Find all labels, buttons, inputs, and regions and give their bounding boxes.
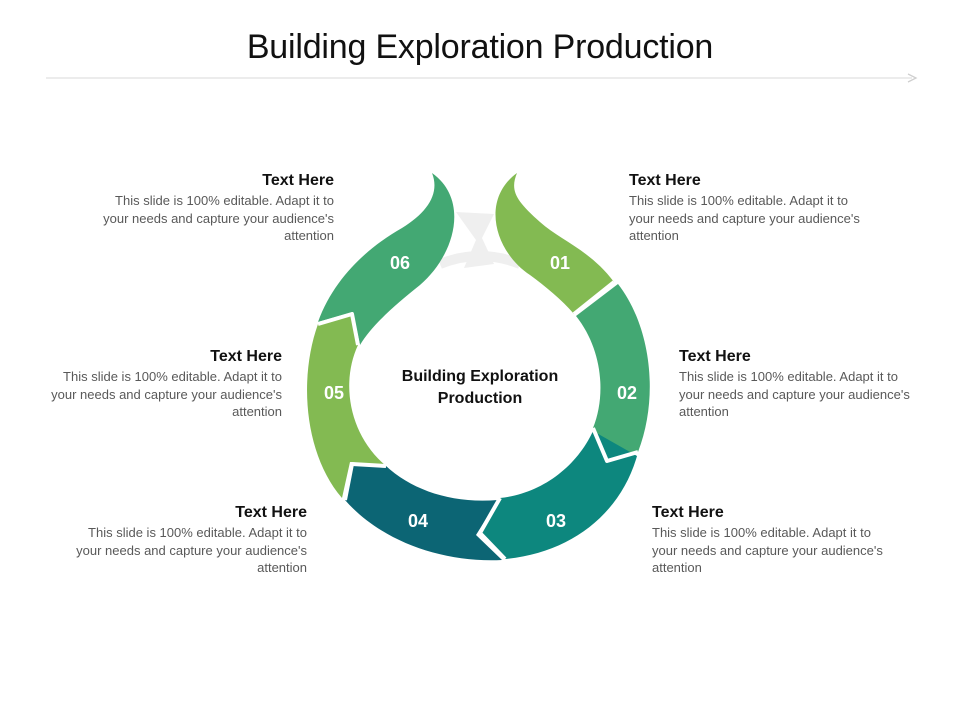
text-block-heading: Text Here <box>679 348 751 365</box>
title-underline-arrow <box>46 73 918 83</box>
text-block-heading: Text Here <box>262 172 334 189</box>
text-block-heading: Text Here <box>629 172 701 189</box>
text-block-heading: Text Here <box>235 504 307 521</box>
segment-number-05: 05 <box>324 383 344 403</box>
text-block-02: Text Here This slide is 100% editable. A… <box>679 348 919 421</box>
text-block-body: This slide is 100% editable. Adapt it to… <box>103 193 334 243</box>
text-block-06: Text Here This slide is 100% editable. A… <box>94 172 334 245</box>
segment-number-01: 01 <box>550 253 570 273</box>
text-block-body: This slide is 100% editable. Adapt it to… <box>629 193 860 243</box>
segment-number-02: 02 <box>617 383 637 403</box>
segment-06 <box>318 173 455 345</box>
text-block-heading: Text Here <box>210 348 282 365</box>
segment-05 <box>307 314 385 498</box>
center-label: Building Exploration Production <box>401 368 559 407</box>
text-block-body: This slide is 100% editable. Adapt it to… <box>679 369 910 419</box>
text-block-05: Text Here This slide is 100% editable. A… <box>42 348 282 421</box>
text-block-heading: Text Here <box>652 504 724 521</box>
segment-02 <box>576 284 650 461</box>
segment-number-04: 04 <box>408 511 428 531</box>
slide-title: Building Exploration Production <box>246 28 714 66</box>
segment-04 <box>345 464 502 561</box>
segment-number-06: 06 <box>390 253 410 273</box>
text-block-01: Text Here This slide is 100% editable. A… <box>629 172 869 245</box>
text-block-body: This slide is 100% editable. Adapt it to… <box>76 525 307 575</box>
segment-number-03: 03 <box>546 511 566 531</box>
segment-03 <box>480 431 637 559</box>
text-block-04: Text Here This slide is 100% editable. A… <box>67 504 307 577</box>
text-block-body: This slide is 100% editable. Adapt it to… <box>51 369 282 419</box>
text-block-body: This slide is 100% editable. Adapt it to… <box>652 525 883 575</box>
text-block-03: Text Here This slide is 100% editable. A… <box>652 504 892 577</box>
segment-01 <box>495 173 614 314</box>
